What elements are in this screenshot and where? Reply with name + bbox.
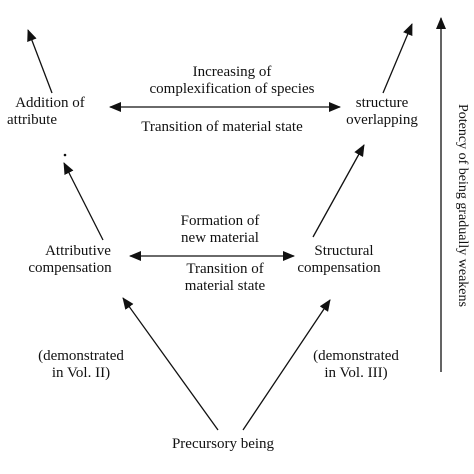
arrow-out-top-left — [27, 29, 53, 94]
edge-left-base-label: (demonstrated in Vol. II) — [26, 348, 136, 382]
arrow-left-mid-to-top — [63, 162, 104, 241]
edge-mid-upper-label: Formation of new material — [160, 213, 280, 247]
node-structural-line-2: compensation — [297, 260, 381, 276]
node-addition-of-attribute: Addition of attribute — [5, 95, 95, 129]
edge-top-lower-label: Transition of material state — [141, 119, 303, 135]
stray-mark — [63, 153, 67, 157]
edge-mid-lower-line-1: Transition of — [186, 261, 264, 277]
arrow-base-to-right-mid — [242, 299, 331, 431]
node-addition-line-2: attribute — [7, 112, 57, 128]
edge-top-upper-line-1: Increasing of — [192, 64, 272, 80]
arrow-right-mid-to-top — [312, 144, 365, 238]
edge-top-upper-label: Increasing of complexification of specie… — [120, 64, 344, 98]
node-attributive-line-1: Attributive — [45, 243, 111, 259]
edge-right-base-line-1: (demonstrated — [313, 348, 399, 364]
node-precursory-being: Precursory being — [171, 436, 275, 452]
node-structure-line-1: structure — [355, 95, 409, 111]
arrow-out-top-right — [382, 23, 413, 94]
edge-right-base-label: (demonstrated in Vol. III) — [300, 348, 412, 382]
edge-left-base-line-2: in Vol. II) — [51, 365, 111, 381]
node-structure-overlapping: structure overlapping — [332, 95, 432, 129]
node-structural-line-1: Structural — [314, 243, 374, 259]
edge-mid-lower-line-2: material state — [184, 278, 266, 294]
side-axis-label: Potency of being gradually weakens — [455, 104, 470, 307]
node-addition-line-1: Addition of — [15, 95, 85, 111]
node-attributive-compensation: Attributive compensation — [18, 243, 122, 277]
edge-top-upper-line-2: complexification of species — [149, 81, 315, 97]
edge-right-base-line-2: in Vol. III) — [324, 365, 388, 381]
arrow-base-to-left-mid — [122, 297, 219, 431]
node-structure-line-2: overlapping — [346, 112, 418, 128]
node-structural-compensation: Structural compensation — [284, 243, 394, 277]
edge-mid-upper-line-1: Formation of — [180, 213, 260, 229]
edge-left-base-line-1: (demonstrated — [38, 348, 124, 364]
edge-mid-upper-line-2: new material — [181, 230, 259, 246]
node-attributive-line-2: compensation — [28, 260, 112, 276]
edge-mid-lower-label: Transition of material state — [165, 261, 285, 295]
